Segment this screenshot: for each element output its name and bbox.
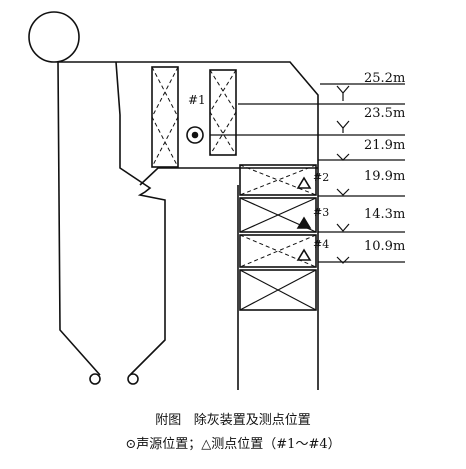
upper-panel-left (151, 66, 179, 168)
flue-roof (139, 167, 318, 186)
sound-source-icon (186, 126, 204, 144)
elevation-label-25-2: 25.2m (364, 71, 405, 86)
point-label-3: #3 (313, 206, 329, 219)
drum-circle (28, 11, 80, 63)
elevation-label-23-5: 23.5m (364, 106, 405, 121)
bottom-loop-left (89, 373, 101, 385)
figure-caption-title: 附图 除灰装置及测点位置 (155, 413, 311, 428)
point-label-1: #1 (188, 93, 206, 107)
boiler-outline (57, 61, 319, 390)
elevation-label-21-9: 21.9m (364, 138, 405, 153)
elevation-label-10-9: 10.9m (364, 239, 405, 254)
measure-point-icon (296, 176, 312, 189)
elevation-label-19-9: 19.9m (364, 169, 405, 184)
point-label-4: #4 (313, 238, 329, 251)
figure-caption-legend: ⊙声源位置；△测点位置（#1～#4） (125, 437, 341, 452)
upper-panel-right (209, 69, 237, 156)
bottom-loop-right (127, 373, 139, 385)
elevation-leaders (210, 83, 405, 264)
measure-point-icon (296, 248, 312, 261)
elevation-label-14-3: 14.3m (364, 207, 405, 222)
tube-bank (239, 164, 317, 311)
point-label-2: #2 (313, 171, 329, 184)
measure-point-icon (296, 216, 312, 229)
